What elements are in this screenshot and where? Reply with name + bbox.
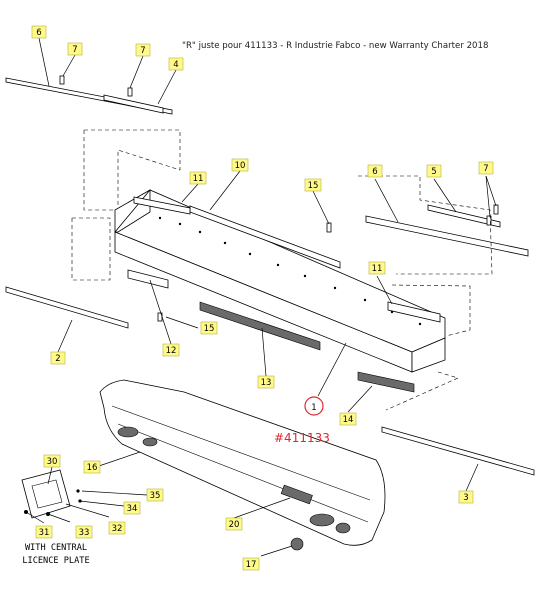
svg-text:35: 35 <box>150 491 161 501</box>
parts-linework <box>5 75 535 551</box>
callout-30: 30 <box>43 454 61 468</box>
svg-text:20: 20 <box>229 520 240 530</box>
bumper-front <box>99 379 386 546</box>
caption-line-1: WITH CENTRAL <box>25 543 87 553</box>
callout-31: 31 <box>35 525 53 539</box>
svg-text:11: 11 <box>372 264 383 274</box>
part-reference: #411133 <box>274 431 330 445</box>
svg-text:6: 6 <box>372 167 377 177</box>
callout-11-right: 11 <box>368 261 386 275</box>
callout-16: 16 <box>83 460 101 474</box>
callout-7-left-a: 7 <box>67 42 83 56</box>
svg-text:13: 13 <box>261 378 272 388</box>
svg-text:10: 10 <box>235 161 246 171</box>
callout-15-mid: 15 <box>200 321 218 335</box>
callout-13: 13 <box>257 375 275 389</box>
svg-text:17: 17 <box>246 560 257 570</box>
callout-34: 34 <box>123 501 141 515</box>
callout-2: 2 <box>50 351 66 365</box>
svg-text:15: 15 <box>308 181 319 191</box>
callout-3: 3 <box>458 490 474 504</box>
callout-32: 32 <box>108 521 126 535</box>
svg-text:6: 6 <box>36 28 41 38</box>
svg-text:15: 15 <box>204 324 215 334</box>
callout-7-left-b: 7 <box>135 43 151 57</box>
svg-text:12: 12 <box>166 346 177 356</box>
svg-text:3: 3 <box>463 493 468 503</box>
svg-text:1: 1 <box>311 403 316 413</box>
callout-4: 4 <box>168 57 184 71</box>
svg-text:7: 7 <box>140 46 145 56</box>
svg-text:7: 7 <box>72 45 77 55</box>
caption-line-2: LICENCE PLATE <box>22 556 89 566</box>
svg-text:34: 34 <box>127 504 138 514</box>
callout-1: 1 <box>304 396 324 416</box>
svg-text:7: 7 <box>483 164 488 174</box>
svg-text:5: 5 <box>431 167 436 177</box>
callout-10: 10 <box>231 158 249 172</box>
svg-text:31: 31 <box>39 528 50 538</box>
callout-5: 5 <box>426 164 442 178</box>
callout-35: 35 <box>146 488 164 502</box>
licence-bracket <box>21 469 82 519</box>
beam-holes <box>158 216 422 326</box>
callout-14: 14 <box>339 412 357 426</box>
callout-20: 20 <box>225 517 243 531</box>
svg-text:14: 14 <box>343 415 354 425</box>
svg-text:2: 2 <box>55 354 60 364</box>
header-note: "R" juste pour 411133 - R Industrie Fabc… <box>182 41 488 51</box>
callout-7-right: 7 <box>478 161 494 175</box>
svg-text:32: 32 <box>112 524 123 534</box>
callout-6-right: 6 <box>367 164 383 178</box>
svg-text:4: 4 <box>173 60 178 70</box>
callout-6-left: 6 <box>31 25 47 39</box>
strip-4 <box>103 94 164 114</box>
callout-17: 17 <box>242 557 260 571</box>
callout-33: 33 <box>75 525 93 539</box>
callout-15-top: 15 <box>304 178 322 192</box>
leader-lines <box>25 37 497 557</box>
callout-12: 12 <box>162 343 180 357</box>
svg-text:33: 33 <box>79 528 90 538</box>
svg-text:30: 30 <box>47 457 58 467</box>
svg-text:11: 11 <box>193 174 204 184</box>
callout-11-left: 11 <box>189 171 207 185</box>
svg-text:16: 16 <box>87 463 98 473</box>
